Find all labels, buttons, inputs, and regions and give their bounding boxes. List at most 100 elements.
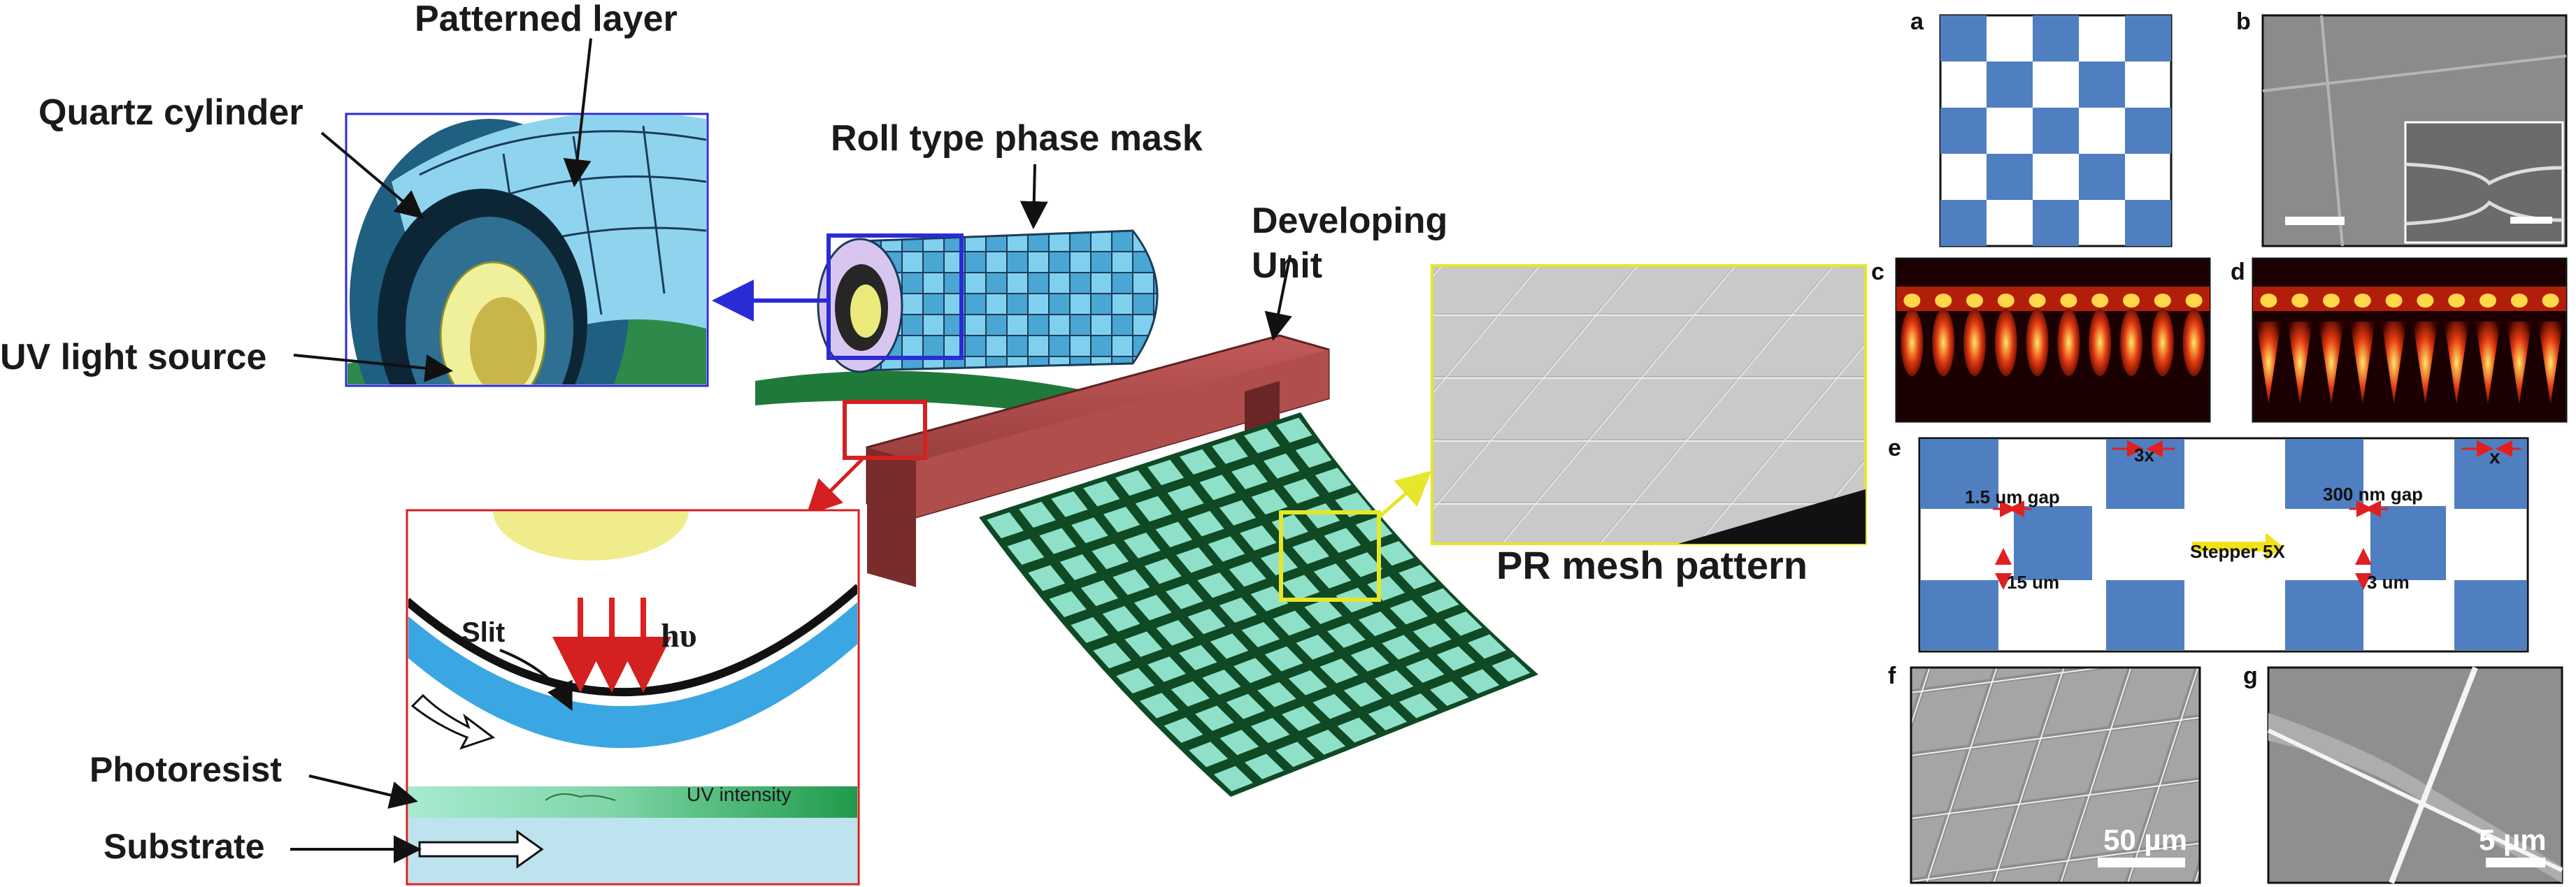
label-patterned-layer: Patterned layer bbox=[415, 0, 678, 39]
label-quartz-cylinder: Quartz cylinder bbox=[38, 92, 303, 133]
layout-square bbox=[2370, 506, 2446, 580]
mesh-cell bbox=[1071, 616, 1109, 643]
mesh-cell bbox=[1116, 668, 1155, 694]
intensity-spot bbox=[2385, 294, 2403, 308]
mesh-cell bbox=[1355, 517, 1393, 542]
mesh-cell bbox=[1368, 705, 1408, 730]
mesh-cell bbox=[1461, 669, 1500, 694]
checker-cell bbox=[2033, 15, 2079, 62]
panel-letter-e: e bbox=[1888, 435, 1901, 461]
intensity-lobe bbox=[2538, 322, 2563, 404]
mesh-cell bbox=[1245, 753, 1285, 779]
mesh-cell bbox=[1273, 610, 1311, 636]
mesh-cell bbox=[1102, 605, 1140, 632]
layout-square bbox=[2106, 580, 2184, 650]
panel-letter-b: b bbox=[2236, 8, 2251, 35]
intensity-lobe bbox=[2412, 322, 2438, 404]
mesh-cell bbox=[1275, 742, 1315, 767]
mesh-cell bbox=[1208, 536, 1245, 562]
mesh-cell bbox=[1319, 658, 1359, 684]
intensity-lobe bbox=[1901, 309, 1924, 376]
mesh-cell bbox=[1210, 633, 1249, 659]
intensity-spot bbox=[2060, 294, 2077, 308]
mesh-cell bbox=[1199, 475, 1236, 500]
checker-cell bbox=[2125, 15, 2171, 62]
intensity-lobe bbox=[2444, 322, 2470, 404]
mesh-cell bbox=[1251, 489, 1288, 515]
mesh-cell bbox=[1313, 563, 1352, 589]
intensity-spot bbox=[2542, 294, 2559, 308]
mesh-cell bbox=[1430, 681, 1469, 706]
mesh-cell bbox=[1187, 608, 1226, 635]
mesh-cell bbox=[1133, 595, 1172, 621]
mesh-cell bbox=[1180, 449, 1216, 475]
mesh-cell bbox=[1176, 547, 1214, 573]
mesh-cell bbox=[1303, 503, 1340, 528]
mesh-cell bbox=[1306, 729, 1346, 755]
e-three-x: 3x bbox=[2134, 445, 2154, 466]
mesh-cell bbox=[1436, 646, 1475, 671]
intensity-spot bbox=[2091, 294, 2109, 308]
mesh-cell bbox=[1315, 468, 1352, 493]
intensity-lobe bbox=[2057, 309, 2080, 376]
checker-cell bbox=[1940, 15, 1987, 62]
mesh-cell bbox=[1059, 554, 1097, 581]
mesh-cell bbox=[1250, 586, 1289, 612]
panel-letter-f: f bbox=[1888, 663, 1896, 689]
blue-zoom-frame bbox=[827, 233, 964, 360]
intensity-spot bbox=[2185, 294, 2203, 308]
scalebar-g-label: 5 µm bbox=[2479, 823, 2547, 856]
mesh-cell bbox=[1367, 576, 1405, 601]
mesh-cell bbox=[1350, 647, 1389, 672]
e-size-right: 3 um bbox=[2367, 572, 2410, 593]
mesh-cell bbox=[1282, 705, 1321, 731]
label-h-nu: hυ bbox=[661, 617, 697, 654]
machine-illustration bbox=[712, 229, 1538, 797]
checker-cell bbox=[2079, 154, 2125, 200]
checker-cell bbox=[1987, 154, 2033, 200]
red-zoom-frame bbox=[843, 400, 927, 460]
mesh-cell bbox=[1240, 525, 1277, 551]
intensity-lobe bbox=[2089, 309, 2112, 376]
mesh-cell bbox=[1115, 470, 1152, 496]
label-substrate: Substrate bbox=[103, 827, 265, 866]
mesh-cell bbox=[1405, 658, 1445, 683]
mesh-cell bbox=[1276, 417, 1312, 443]
mesh-cell bbox=[1491, 657, 1531, 682]
label-photoresist: Photoresist bbox=[90, 750, 282, 789]
intensity-spot bbox=[1997, 294, 2015, 308]
mesh-cell bbox=[1051, 491, 1088, 517]
mesh-cell bbox=[1264, 646, 1303, 672]
intensity-spot bbox=[2354, 294, 2371, 308]
mesh-cell bbox=[1295, 442, 1332, 468]
mesh-cell bbox=[1250, 718, 1290, 744]
panel-letter-g: g bbox=[2243, 663, 2258, 689]
e-gap-right: 300 nm gap bbox=[2323, 484, 2423, 505]
label-roll-type-phase-mask: Roll type phase mask bbox=[831, 118, 1203, 159]
scalebar-b-inset bbox=[2510, 217, 2552, 224]
stepper-arrow bbox=[2192, 533, 2283, 561]
pr-mesh-sem-inset bbox=[1431, 264, 1867, 545]
layout-square bbox=[2106, 439, 2184, 509]
mesh-cell bbox=[1324, 528, 1361, 554]
mesh-cell bbox=[1124, 631, 1163, 657]
mesh-cell bbox=[1382, 635, 1421, 660]
label-developing-unit-line2: Unit bbox=[1252, 245, 1322, 286]
mesh-cell bbox=[1376, 540, 1415, 566]
mesh-cell bbox=[1212, 438, 1248, 464]
scalebar-g bbox=[2486, 858, 2545, 867]
e-x: x bbox=[2489, 446, 2500, 468]
layout-square bbox=[2454, 580, 2527, 650]
checker-cell bbox=[1940, 200, 1987, 246]
roll-zoom-inset bbox=[345, 113, 709, 387]
intensity-lobe bbox=[2319, 322, 2344, 404]
mesh-cell bbox=[1288, 670, 1328, 695]
mesh-cell bbox=[1219, 730, 1259, 756]
intensity-spot bbox=[2448, 294, 2466, 308]
intensity-lobe bbox=[2506, 322, 2532, 404]
mesh-cell bbox=[1083, 480, 1120, 507]
mesh-cell bbox=[1468, 634, 1506, 659]
intensity-lobe bbox=[2120, 309, 2142, 376]
mesh-cell bbox=[1219, 597, 1257, 623]
